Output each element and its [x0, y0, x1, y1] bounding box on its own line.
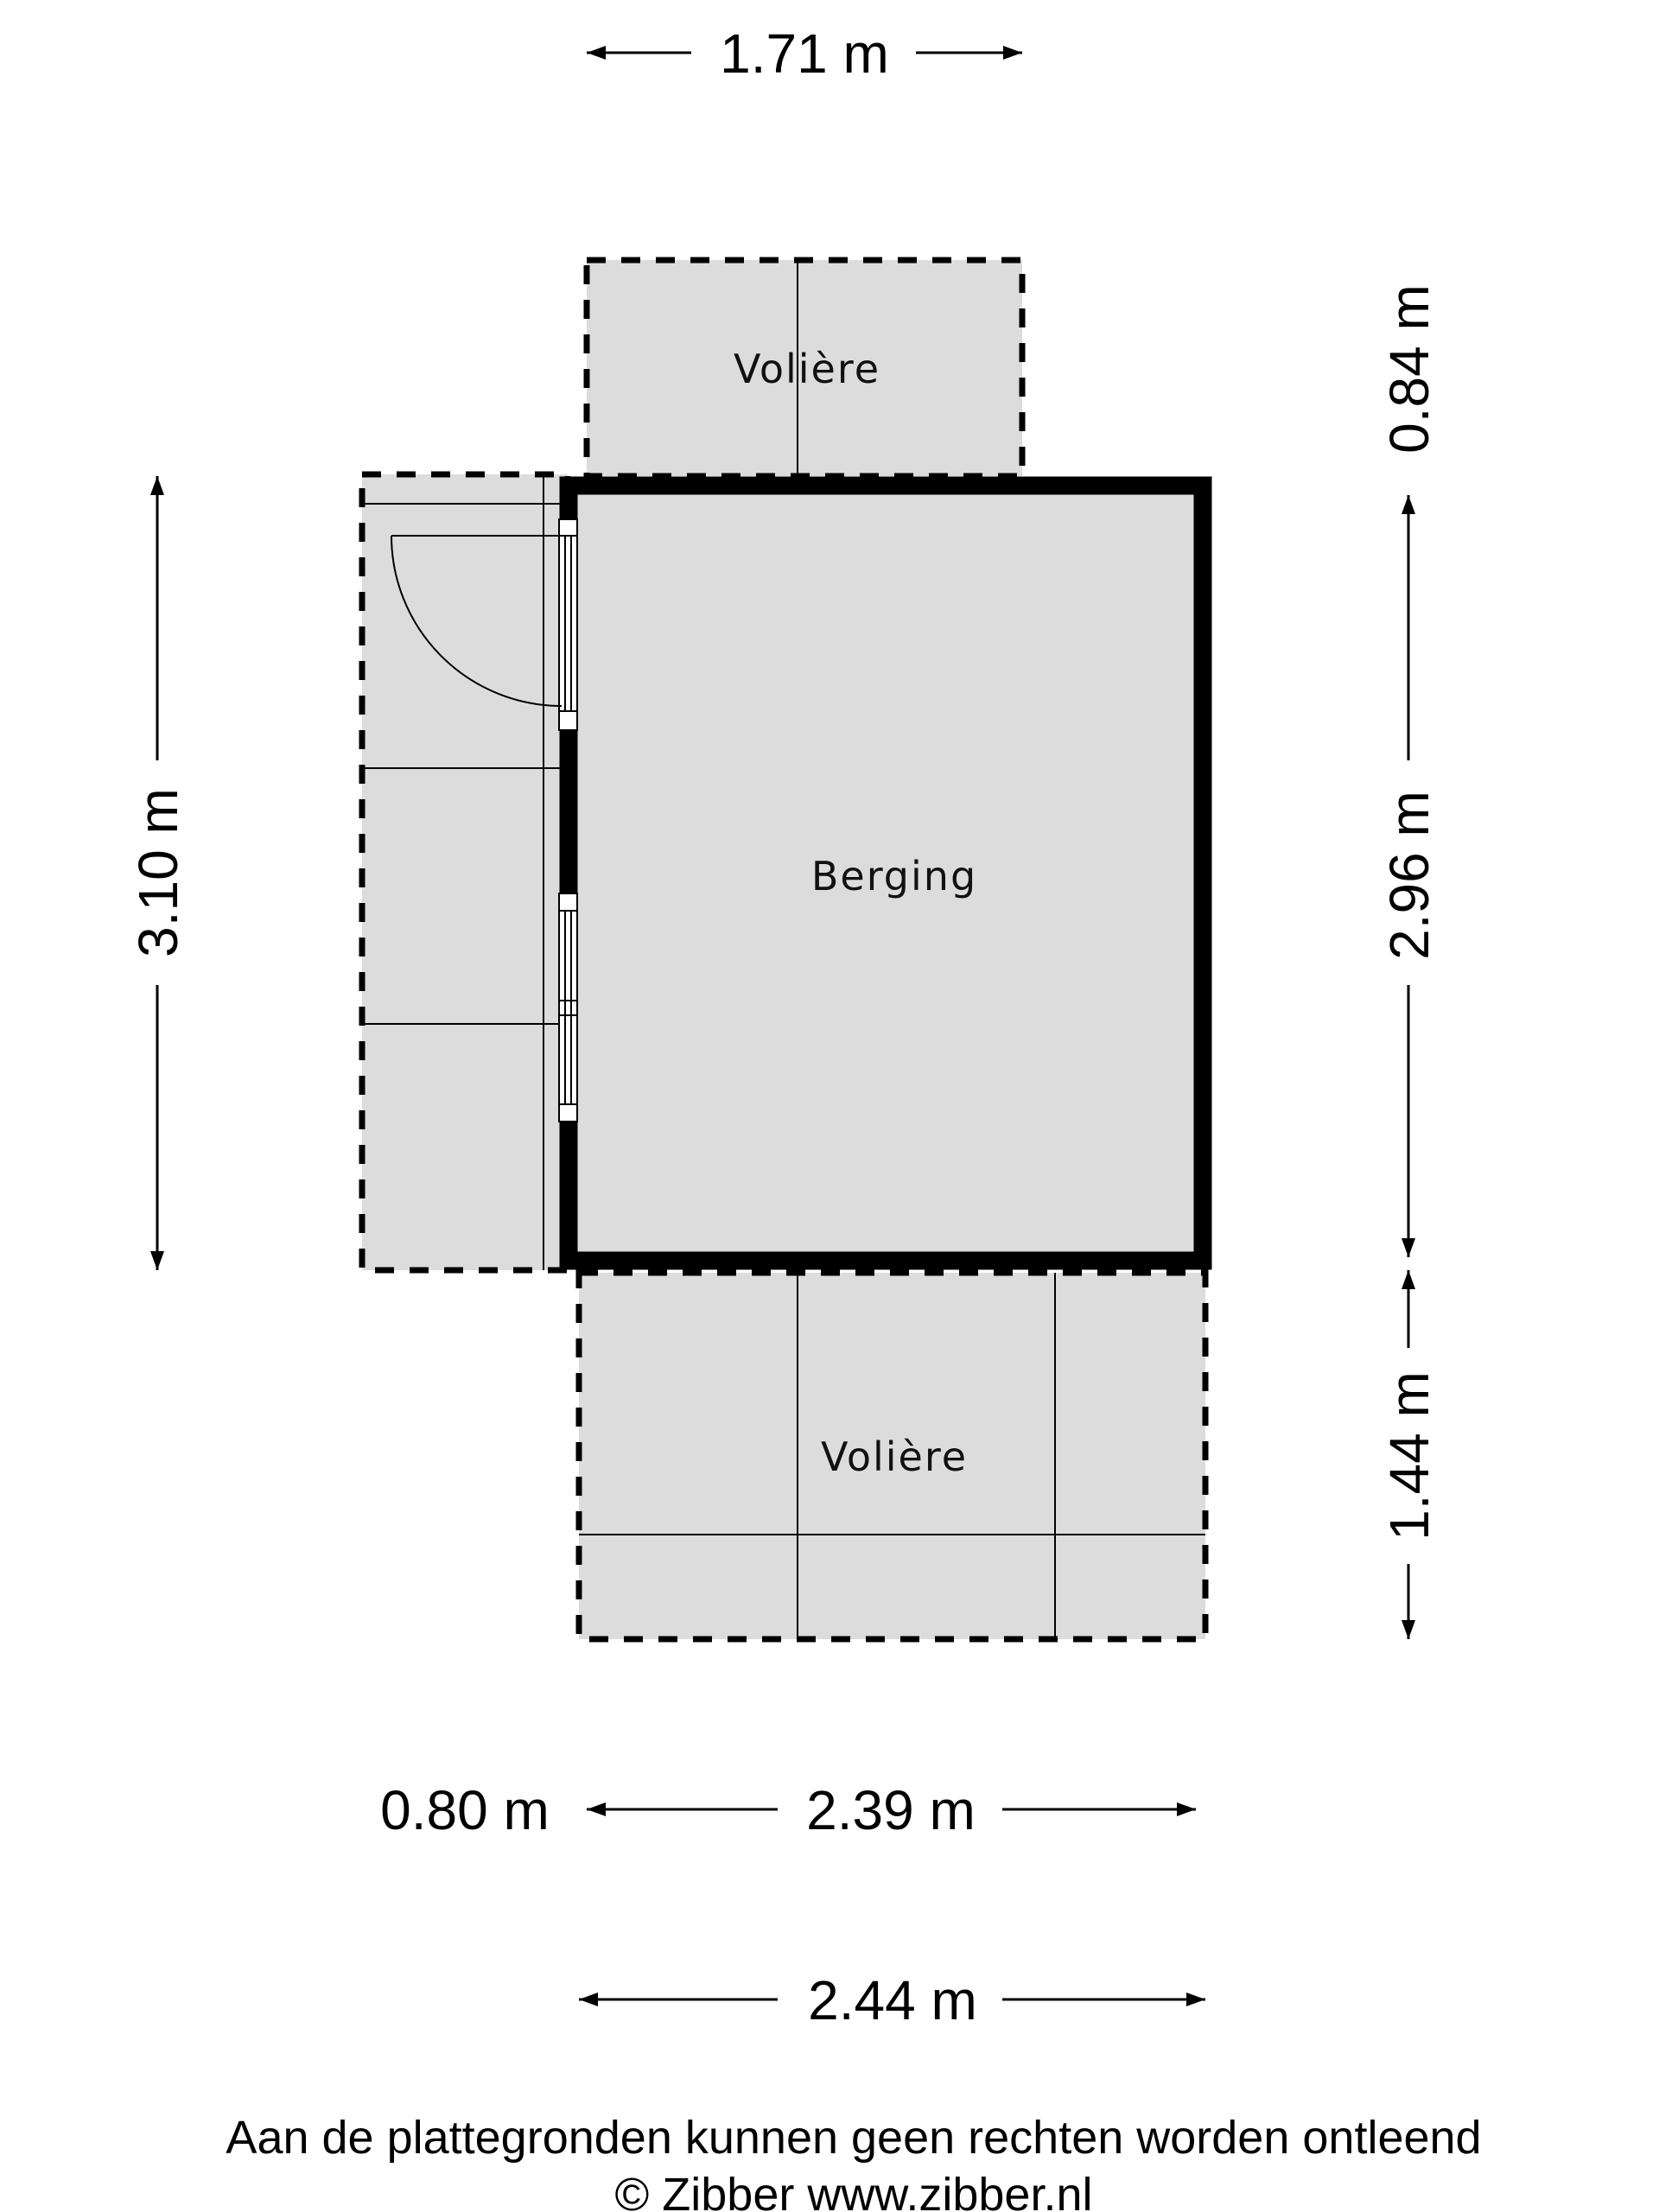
left-terrace-zone [359, 471, 571, 1274]
room-label-voliere-bottom: Volière [821, 1433, 968, 1480]
voliere-bottom-zone: Volière [575, 1269, 1209, 1643]
dimension-right-middle: 2.96 m [1378, 495, 1440, 1257]
dimension-label: 0.84 m [1378, 284, 1440, 454]
door [391, 518, 578, 731]
dimension-label: 2.96 m [1378, 791, 1440, 960]
footer-disclaimer: Aan de plattegronden kunnen geen rechten… [226, 2112, 1481, 2164]
dimension-label: 1.44 m [1378, 1371, 1440, 1541]
dimension-right-bottom: 1.44 m [1378, 1270, 1440, 1639]
dimension-label: 3.10 m [127, 788, 189, 957]
dimension-bottom-outer: 2.44 m [579, 1969, 1205, 2031]
voliere-top-zone: Volière [583, 257, 1026, 480]
window [558, 893, 578, 1122]
room-label-voliere-top: Volière [734, 346, 880, 392]
dimension-top-width: 1.71 m [587, 22, 1022, 85]
dimension-left-height: 3.10 m [127, 476, 189, 1270]
footer-copyright: © Zibber www.zibber.nl [615, 2169, 1093, 2212]
dimension-label: 2.39 m [806, 1779, 976, 1841]
dimension-label: 1.71 m [720, 22, 889, 85]
dimension-label: 0.80 m [380, 1779, 550, 1841]
room-berging: Berging [559, 476, 1212, 1270]
dimension-right-top: 0.84 m [1378, 284, 1440, 454]
dimension-bottom-inner: 0.80 m 2.39 m [380, 1779, 1196, 1841]
dimension-label: 2.44 m [808, 1969, 977, 2031]
room-label-berging: Berging [811, 853, 977, 899]
